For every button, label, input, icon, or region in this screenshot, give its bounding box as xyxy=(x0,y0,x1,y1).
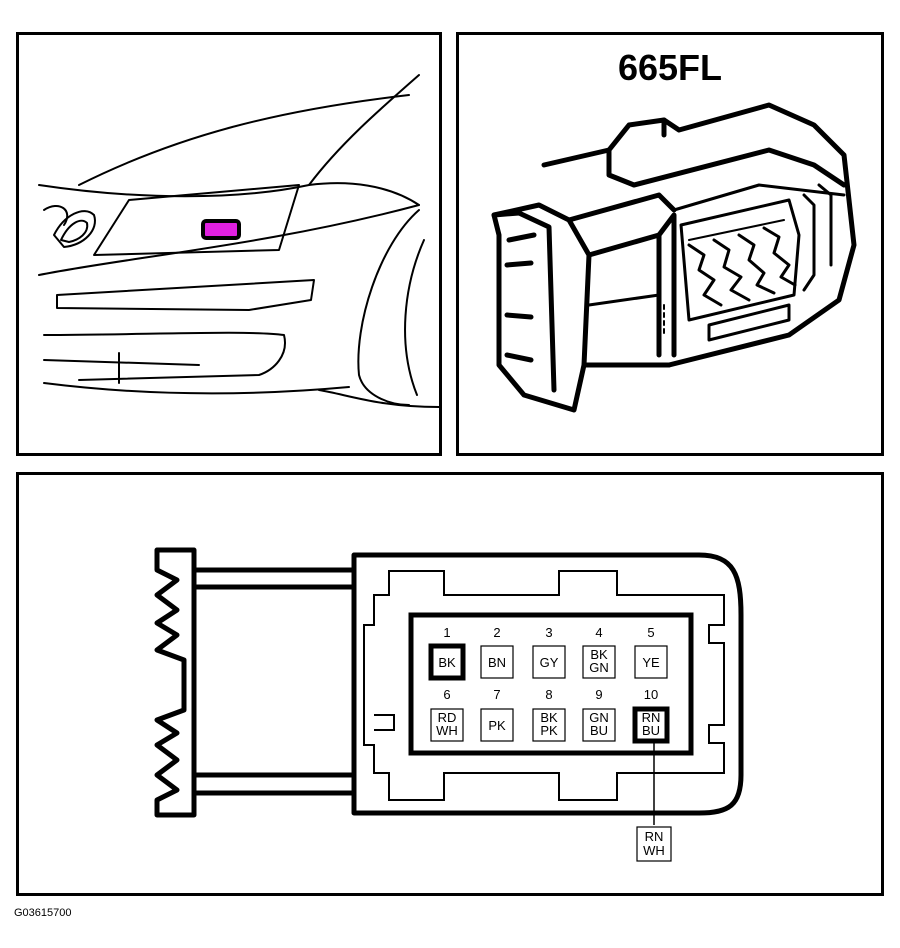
pin-number: 7 xyxy=(493,687,500,702)
pin-wire-color: BN xyxy=(488,655,506,670)
pin-number: 6 xyxy=(443,687,450,702)
pin-number: 4 xyxy=(595,625,602,640)
callout-wire-color: WH xyxy=(643,843,665,858)
pin-field xyxy=(408,612,694,756)
pin-wire-color: RN xyxy=(642,710,661,725)
connector-3d-drawing xyxy=(491,102,857,413)
pin-wire-color: BU xyxy=(642,723,660,738)
pin-number: 2 xyxy=(493,625,500,640)
pin-7-cell: PK xyxy=(480,708,514,742)
pin-wire-color: GY xyxy=(540,655,559,670)
pin-number: 5 xyxy=(647,625,654,640)
component-location-marker xyxy=(201,219,241,240)
pin-wire-color: BK xyxy=(438,655,456,670)
vehicle-location-panel xyxy=(16,32,442,456)
pin-wire-color: BK xyxy=(540,710,558,725)
callout-wire-color: RN xyxy=(645,829,664,844)
pin-1-cell: BK xyxy=(428,643,466,681)
vehicle-front-drawing xyxy=(38,74,439,408)
pin-5-cell: YE xyxy=(634,645,668,679)
pin-wire-color: RD xyxy=(438,710,457,725)
pin-wire-color: WH xyxy=(436,723,458,738)
pin-wire-color: PK xyxy=(540,723,558,738)
pin-wire-color: GN xyxy=(589,660,609,675)
pin-number: 3 xyxy=(545,625,552,640)
pin-wire-color: BK xyxy=(590,647,608,662)
pin-3-cell: GY xyxy=(532,645,566,679)
pin-wire-color: PK xyxy=(488,718,506,733)
pin-number: 8 xyxy=(545,687,552,702)
pin-number: 9 xyxy=(595,687,602,702)
pin-wire-color: YE xyxy=(642,655,660,670)
pin-number: 10 xyxy=(644,687,658,702)
pin-wire-color: GN xyxy=(589,710,609,725)
pin-number: 1 xyxy=(443,625,450,640)
pin-wire-color: BU xyxy=(590,723,608,738)
pin-2-cell: BN xyxy=(480,645,514,679)
connector-id-title: 665FL xyxy=(617,47,723,88)
connector-perspective-panel: 665FL xyxy=(456,32,884,456)
figure-code: G03615700 xyxy=(14,907,72,919)
